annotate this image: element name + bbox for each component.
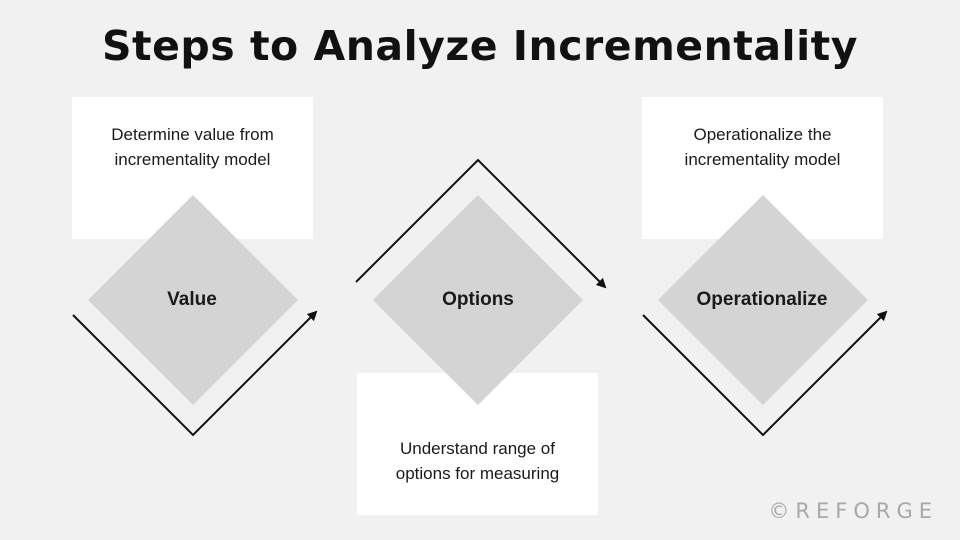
step-options-description-card: Understand range of options for measurin… bbox=[357, 373, 598, 515]
step-value-description-line2: incrementality model bbox=[114, 150, 271, 169]
step-options-description-line2: options for measuring bbox=[395, 464, 560, 483]
step-options-arrow bbox=[355, 158, 607, 289]
reforge-watermark: ©REFORGE bbox=[768, 499, 938, 523]
step-options-diamond bbox=[373, 195, 583, 405]
step-operationalize-arrow bbox=[642, 310, 888, 437]
step-value-diamond bbox=[88, 195, 298, 405]
step-options-description-line1: Understand range of bbox=[399, 439, 555, 458]
step-value-description-line1: Determine value from bbox=[111, 125, 274, 144]
step-operationalize-diamond bbox=[658, 195, 868, 405]
step-operationalize-description-line1: Operationalize the bbox=[693, 125, 832, 144]
page-title: Steps to Analyze Incrementality bbox=[101, 22, 858, 70]
step-value-label: Value bbox=[167, 289, 217, 310]
step-operationalize-label: Operationalize bbox=[696, 289, 828, 310]
step-operationalize-description-line2: incrementality model bbox=[684, 150, 841, 169]
step-value-arrow bbox=[72, 310, 318, 437]
step-options-label: Options bbox=[442, 289, 514, 310]
